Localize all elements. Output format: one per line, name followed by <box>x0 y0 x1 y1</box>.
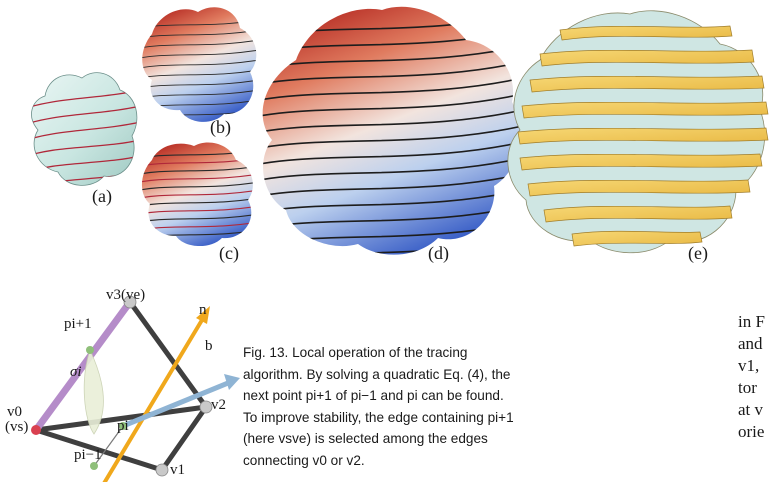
vertex-v1 <box>155 463 169 477</box>
panel-label-e: (e) <box>688 243 708 263</box>
label-v1: v1 <box>170 462 185 478</box>
panel-a-surface <box>31 72 138 186</box>
body-line: in F <box>738 312 765 331</box>
panel-label-b: (b) <box>210 117 231 137</box>
label-n: n <box>199 302 207 318</box>
normal-arrow <box>102 313 207 482</box>
tracing-diagram <box>31 295 240 482</box>
body-line: at v <box>738 400 764 419</box>
caption-text: Local operation of the tracing algorithm… <box>243 345 514 468</box>
panel-label-d: (d) <box>428 243 449 263</box>
label-v2: v2 <box>211 397 226 413</box>
binormal-arrow <box>122 380 229 429</box>
label-p-prev: pi−1 <box>74 447 102 463</box>
mesh-edges <box>33 299 209 473</box>
figure-panels <box>31 6 769 255</box>
vertex-v3 <box>123 295 137 309</box>
panel-e-strips <box>507 10 769 254</box>
label-vs: (vs) <box>5 419 29 435</box>
panel-c-surface <box>141 142 253 247</box>
body-line: and <box>738 334 763 353</box>
panel-label-a: (a) <box>92 186 112 206</box>
body-line: orie <box>738 422 765 441</box>
panel-label-c: (c) <box>219 243 239 263</box>
caption-label: Fig. 13. <box>243 345 289 360</box>
label-v0: v0 <box>7 404 22 420</box>
label-b: b <box>205 338 213 354</box>
label-p-next: pi+1 <box>64 316 92 332</box>
label-v3-ve: v3(ve) <box>106 287 146 303</box>
vertex-v2 <box>199 400 213 414</box>
label-p-i: pi <box>117 418 129 434</box>
panel-b-surface <box>142 7 257 122</box>
point-p-i <box>119 422 127 430</box>
point-p-next <box>86 346 94 354</box>
point-p-prev <box>90 462 98 470</box>
body-line: v1, <box>738 356 760 375</box>
body-line: tor <box>738 378 757 397</box>
sigma-plane <box>83 348 104 435</box>
figure-caption: Fig. 13. Local operation of the tracing … <box>243 342 521 472</box>
vertex-v0 <box>31 425 41 435</box>
label-sigma: σi <box>70 364 82 380</box>
panel-d-surface <box>262 6 521 255</box>
edge-vs-ve <box>32 298 134 434</box>
